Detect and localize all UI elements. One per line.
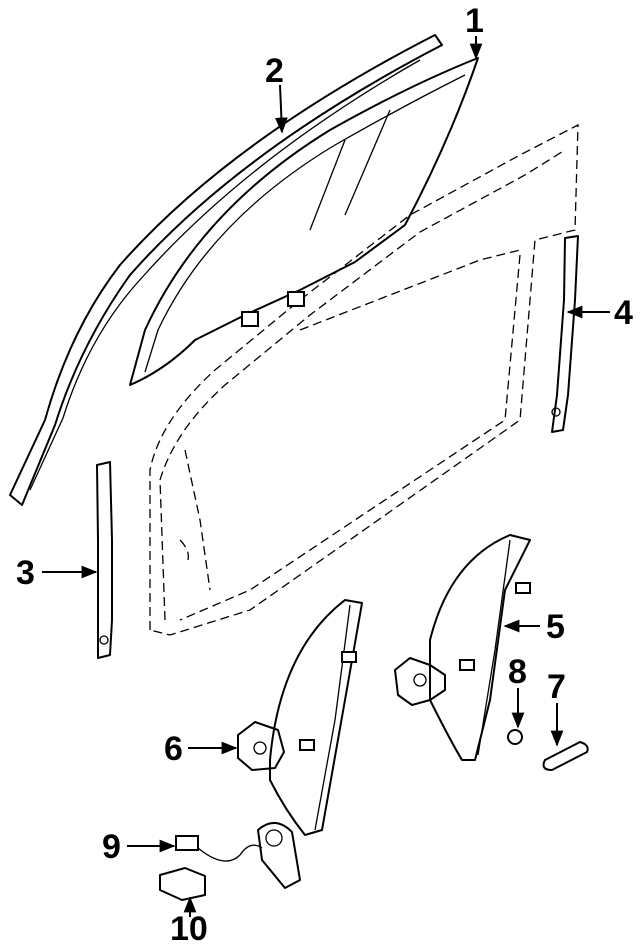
part-6-regulator <box>237 599 363 836</box>
part-7-handle <box>542 741 589 771</box>
callout-1: 1 <box>465 2 484 40</box>
callout-9: 9 <box>102 828 121 866</box>
part-3-front-channel <box>96 461 113 659</box>
part-2-run-channel <box>9 34 443 506</box>
glass-clip-right <box>287 291 305 307</box>
callout-labels: 1 2 3 4 5 6 7 8 9 10 <box>16 2 633 944</box>
callout-8: 8 <box>508 653 527 691</box>
callout-3: 3 <box>16 554 35 592</box>
part-5-regulator <box>394 534 531 761</box>
door-outline <box>149 123 579 636</box>
callout-7: 7 <box>547 668 566 706</box>
callout-4: 4 <box>614 294 633 332</box>
callout-6: 6 <box>164 730 183 768</box>
part-10-switch <box>159 867 206 901</box>
callout-2: 2 <box>265 52 284 90</box>
part-8-bushing <box>507 729 523 745</box>
callout-10: 10 <box>170 910 208 944</box>
callout-5: 5 <box>546 608 565 646</box>
glass-clip-left <box>241 311 259 327</box>
leader-lines <box>42 36 610 917</box>
part-4-rear-channel <box>551 235 579 433</box>
part-9-motor-connector <box>175 822 301 889</box>
part-1-glass <box>129 57 479 386</box>
